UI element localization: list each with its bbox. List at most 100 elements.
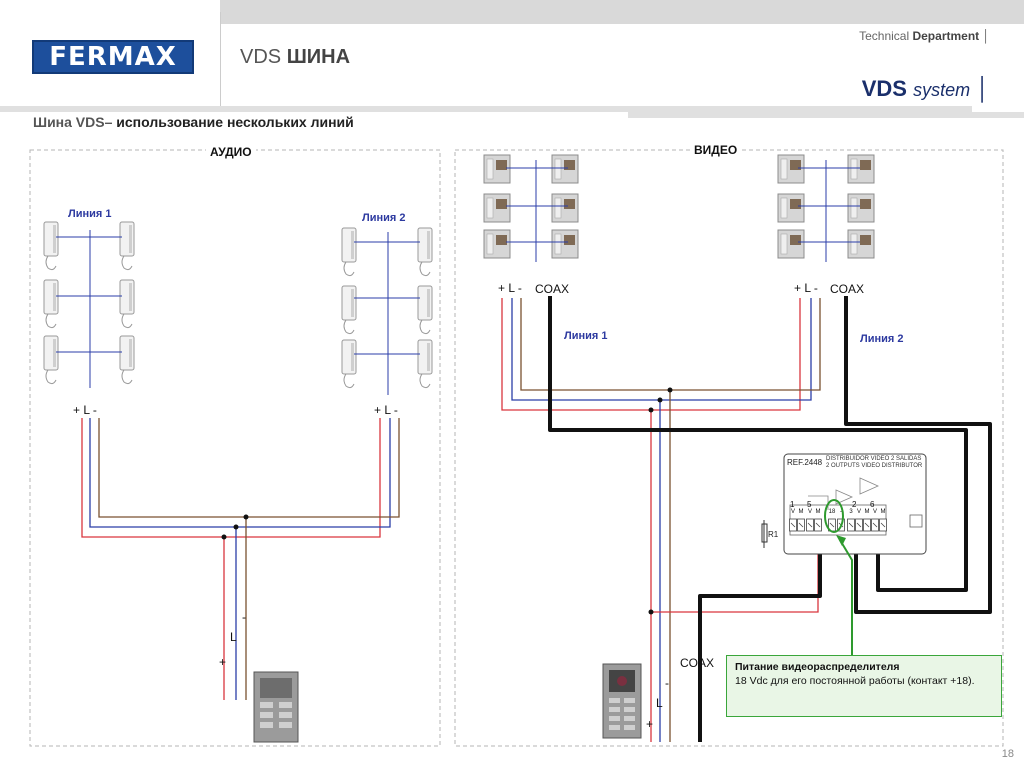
video-junction-plus xyxy=(648,407,654,413)
audio-line1-bus xyxy=(56,230,122,388)
video-monitor xyxy=(483,229,511,259)
screw-terminal xyxy=(806,518,814,532)
audio-riser-plus: + xyxy=(219,655,227,669)
distributor-title: DISTRIBUIDOR VIDEO 2 SALIDAS 2 OUTPUTS V… xyxy=(826,456,922,470)
audio-handset xyxy=(119,279,135,329)
screw-terminal xyxy=(871,518,879,532)
video-junction-l xyxy=(657,397,663,403)
header-rule-right xyxy=(628,112,1024,118)
terminal-label: M xyxy=(880,509,886,515)
distributor-ref: REF.2448 xyxy=(787,458,823,467)
terminal-group-label: 1 xyxy=(790,500,795,509)
screw-terminal xyxy=(879,518,887,532)
page-number: 18 xyxy=(1001,748,1014,760)
audio-line2-label: Линия 2 xyxy=(362,212,406,224)
video-coax-right-label: COAX xyxy=(830,282,865,296)
terminal-label: V xyxy=(872,509,877,515)
video-monitor xyxy=(847,154,875,184)
video-coax-bottom-label: COAX xyxy=(680,656,715,670)
audio-handset xyxy=(341,227,357,277)
vds-italic: system xyxy=(913,80,971,100)
audio-handset xyxy=(43,279,59,329)
video-monitor xyxy=(777,154,805,184)
video-pins-left: + L - xyxy=(498,281,522,295)
video-monitor xyxy=(777,193,805,223)
slide-subtitle: Шина VDS– использование нескольких линий xyxy=(33,114,354,130)
audio-handsets xyxy=(43,221,433,389)
video-line2-label: Линия 2 xyxy=(860,333,904,345)
audio-handset xyxy=(119,221,135,271)
technical-department: Technical Department │ xyxy=(859,29,990,43)
audio-handset xyxy=(417,285,433,335)
terminal-label: M xyxy=(798,509,804,515)
audio-handset xyxy=(119,335,135,385)
video-monitor xyxy=(551,193,579,223)
video-monitor xyxy=(847,229,875,259)
video-line1-label: Линия 1 xyxy=(564,330,608,342)
audio-panel xyxy=(29,149,441,747)
screw-terminal xyxy=(855,518,863,532)
power-note: Питание видеораспределителя 18 Vdc для е… xyxy=(726,655,1002,717)
audio-section-label: АУДИО xyxy=(206,145,256,159)
terminal-label: - xyxy=(840,509,842,515)
terminal-group-label: 2 xyxy=(852,500,857,509)
title-bold: ШИНА xyxy=(286,46,351,68)
header-divider xyxy=(220,12,221,106)
audio-riser-minus: - xyxy=(242,610,246,624)
resistor-label: R1 xyxy=(768,530,779,539)
audio-junction-l xyxy=(233,524,239,530)
vds-system: VDS system │ xyxy=(861,76,990,101)
tech-bold: Department xyxy=(912,29,980,43)
video-section-label: ВИДЕО xyxy=(690,143,742,157)
video-riser-l: L xyxy=(656,696,663,710)
audio-line1-label: Линия 1 xyxy=(68,208,112,220)
video-monitor xyxy=(551,154,579,184)
vds-bold: VDS xyxy=(861,76,907,101)
audio-handset xyxy=(417,227,433,277)
video-monitor xyxy=(777,229,805,259)
audio-wires xyxy=(81,418,400,700)
video-junction-minus xyxy=(667,387,673,393)
terminal-group-label: 6 xyxy=(870,500,875,509)
distributor-name-es: DISTRIBUIDOR VIDEO 2 SALIDAS xyxy=(826,456,922,462)
header-rule xyxy=(0,106,972,112)
screw-terminal xyxy=(847,518,855,532)
video-line2-bus xyxy=(798,160,860,262)
video-line1-bus xyxy=(506,160,568,262)
audio-pins-right: + L - xyxy=(374,403,398,417)
terminal-group-label: 5 xyxy=(807,500,812,509)
screw-terminal xyxy=(797,518,805,532)
audio-line2-bus xyxy=(354,232,420,395)
video-monitor xyxy=(847,193,875,223)
video-junction-supply xyxy=(648,609,654,615)
screw-terminal xyxy=(814,518,822,532)
audio-handset xyxy=(341,339,357,389)
video-coax-left-label: COAX xyxy=(535,282,570,296)
video-monitors xyxy=(483,154,875,259)
video-monitor xyxy=(483,193,511,223)
audio-junction-plus xyxy=(221,534,227,540)
audio-handset xyxy=(417,339,433,389)
video-riser-plus: + xyxy=(646,717,654,731)
terminal-label: 3 xyxy=(849,509,853,515)
top-bar xyxy=(220,0,1024,24)
screw-terminal xyxy=(863,518,871,532)
tech-light: Technical xyxy=(859,29,910,43)
screw-terminal xyxy=(789,518,797,532)
terminal-label: V xyxy=(790,509,795,515)
title-light: VDS xyxy=(240,46,282,68)
video-pins-right: + L - xyxy=(794,281,818,295)
terminal-label: 18 xyxy=(828,509,836,515)
page-title: VDS ШИНА xyxy=(240,46,350,69)
power-terminal-highlight xyxy=(824,499,853,655)
audio-pins-left: + L - xyxy=(73,403,97,417)
video-monitor xyxy=(483,154,511,184)
video-coax xyxy=(548,296,992,742)
video-entrance-panel xyxy=(602,663,642,739)
audio-riser-l: L xyxy=(230,630,237,644)
subtitle-part1: Шина VDS– xyxy=(33,114,113,130)
fermax-logo: FERMAX xyxy=(32,40,194,74)
subtitle-part2: использование нескольких линий xyxy=(116,114,354,130)
terminal-label: V xyxy=(807,509,812,515)
